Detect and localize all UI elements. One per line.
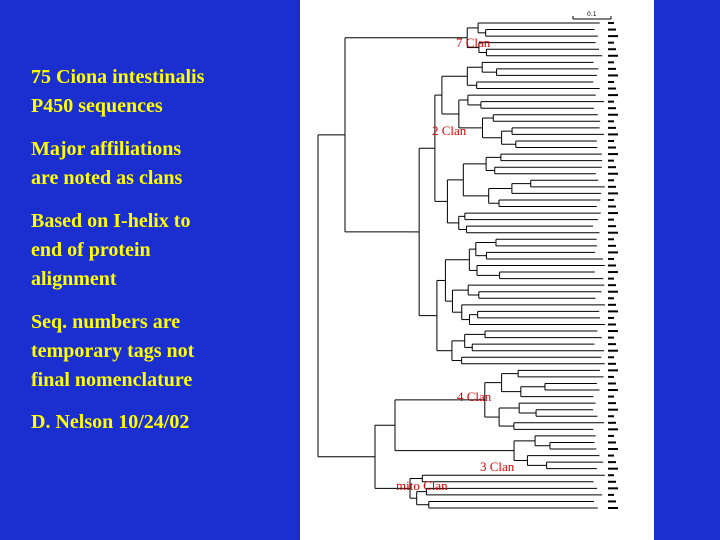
alignment-note: Based on I-helix to end of protein align… — [31, 210, 191, 290]
clan-label-2: 2 Clan — [432, 123, 467, 138]
phylogenetic-tree — [317, 16, 618, 509]
clan-label-7: 7 Clan — [456, 35, 491, 50]
scale-bar-label: 0.1 — [587, 11, 597, 18]
nomenclature-note: Seq. numbers are temporary tags not fina… — [31, 311, 195, 391]
clan-label-3: 3 Clan — [480, 459, 515, 474]
author-date: D. Nelson 10/24/02 — [31, 411, 190, 433]
right-margin — [654, 0, 720, 540]
clan-label-4: 4 Clan — [457, 389, 492, 404]
affiliations-note: Major affiliations are noted as clans — [31, 138, 183, 189]
phylogenetic-tree-panel: 0.1 7 Clan 2 Clan 4 Clan 3 Clan mito Cla… — [300, 0, 654, 540]
text-panel: 75 Ciona intestinalis P450 sequences Maj… — [0, 0, 300, 540]
slide-title: 75 Ciona intestinalis P450 sequences — [31, 66, 205, 117]
clan-label-mito: mito Clan — [396, 478, 448, 493]
